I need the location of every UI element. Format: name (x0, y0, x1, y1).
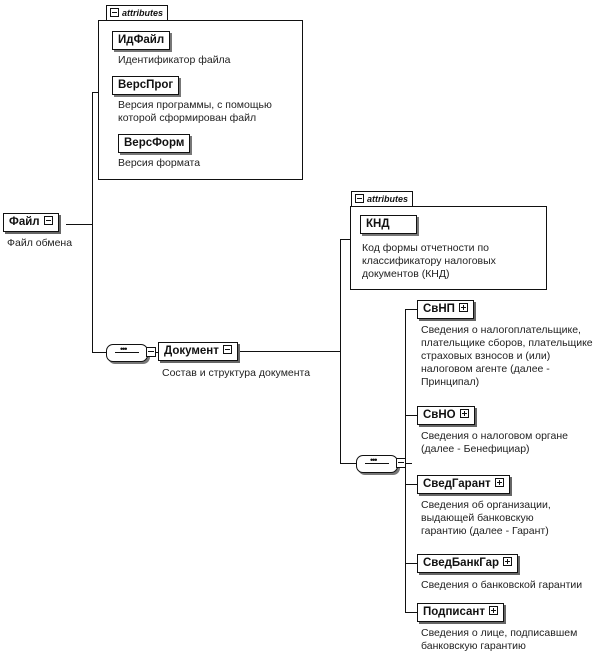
connector (92, 92, 98, 93)
document-attributes-tab[interactable]: attributes (351, 191, 414, 207)
collapse-icon[interactable] (355, 194, 364, 203)
child-element-podpisant[interactable]: Подписант (417, 603, 504, 622)
connector (404, 463, 412, 464)
sequence-icon (365, 455, 389, 465)
connector (66, 224, 92, 225)
sequence-collapse-icon[interactable] (396, 458, 406, 468)
attribute-versprog-description: Версия программы, с помощью которой сфор… (118, 99, 272, 124)
connector (340, 239, 341, 463)
expand-icon[interactable] (494, 478, 504, 487)
attribute-knd[interactable]: КНД (360, 215, 417, 234)
child-element-svnp-description: Сведения о налогоплательщике, плательщик… (421, 324, 593, 388)
root-attributes-tab[interactable]: attributes (106, 5, 169, 21)
expand-icon[interactable] (503, 557, 513, 566)
connector (240, 351, 340, 352)
sequence-compositor[interactable] (106, 344, 148, 362)
child-element-podpisant-description: Сведения о лице, подписавшем банковскую … (421, 627, 578, 652)
attribute-versform-description: Версия формата (118, 157, 201, 169)
connector (340, 463, 356, 464)
collapse-icon[interactable] (43, 216, 53, 225)
root-element-file[interactable]: Файл (3, 213, 59, 232)
collapse-icon[interactable] (110, 8, 119, 17)
connector (92, 352, 106, 353)
document-element[interactable]: Документ (158, 342, 238, 361)
attributes-label: attributes (122, 8, 164, 18)
connector (405, 309, 417, 310)
document-element-description: Состав и структура документа (162, 367, 311, 379)
child-element-svedgarant[interactable]: СведГарант (417, 475, 510, 494)
connector (405, 612, 417, 613)
collapse-icon[interactable] (222, 345, 232, 354)
connector (405, 484, 417, 485)
child-element-svedbankgar[interactable]: СведБанкГар (417, 554, 519, 573)
attribute-idfile-description: Идентификатор файла (118, 54, 231, 66)
attribute-versprog[interactable]: ВерсПрог (112, 76, 180, 95)
child-element-svnp[interactable]: СвНП (417, 300, 474, 319)
attributes-label: attributes (367, 194, 409, 204)
connector (405, 415, 417, 416)
expand-icon[interactable] (488, 606, 498, 615)
sequence-collapse-icon[interactable] (146, 347, 156, 357)
child-element-svedgarant-description: Сведения об организации, выдающей банков… (421, 499, 551, 537)
connector (340, 239, 350, 240)
child-element-svedbankgar-description: Сведения о банковской гарантии (421, 579, 583, 591)
connector (92, 92, 93, 353)
child-element-svno-description: Сведения о налоговом органе (далее - Бен… (421, 430, 568, 455)
sequence-compositor[interactable] (356, 455, 398, 473)
sequence-icon (115, 344, 139, 354)
attribute-versform[interactable]: ВерсФорм (118, 134, 191, 153)
child-element-svno[interactable]: СвНО (417, 406, 475, 425)
connector (154, 352, 158, 353)
expand-icon[interactable] (459, 409, 469, 418)
root-element-description: Файл обмена (7, 237, 73, 249)
connector (405, 563, 417, 564)
expand-icon[interactable] (458, 303, 468, 312)
attribute-knd-description: Код формы отчетности по классификатору н… (362, 242, 496, 280)
attribute-idfile[interactable]: ИдФайл (112, 31, 171, 50)
